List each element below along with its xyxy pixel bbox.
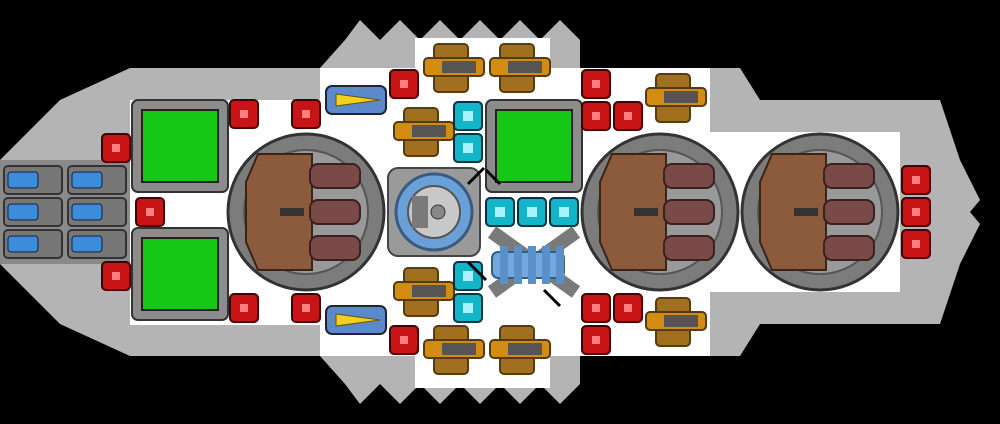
red-block-icon — [389, 325, 419, 355]
turret-icon — [645, 297, 707, 347]
yellow-turret-icon — [325, 305, 387, 335]
reactor-icon — [740, 132, 900, 292]
thrusters — [3, 165, 127, 259]
red-block-icon — [135, 197, 165, 227]
cyan-blocks — [453, 101, 579, 323]
red-block-icon — [291, 293, 321, 323]
central-pod — [387, 167, 481, 257]
cyan-block-icon — [517, 197, 547, 227]
reactors — [226, 132, 900, 292]
center-hatch-lines — [466, 166, 562, 308]
red-block-icon — [581, 101, 611, 131]
green-screen-icon — [485, 99, 583, 193]
green-screen-icon — [131, 227, 229, 321]
red-block-icon — [901, 229, 931, 259]
thruster-icon — [67, 165, 127, 195]
cyan-block-icon — [453, 101, 483, 131]
screen-modules — [131, 99, 583, 321]
thruster-icon — [67, 229, 127, 259]
red-block-icon — [101, 261, 131, 291]
cyan-block-icon — [453, 261, 483, 291]
turret-icon — [393, 107, 455, 157]
red-block-icon — [389, 69, 419, 99]
thruster-icon — [3, 197, 63, 227]
red-block-icon — [613, 101, 643, 131]
reactor-icon — [226, 132, 386, 292]
red-block-icon — [613, 293, 643, 323]
turret-icon — [645, 73, 707, 123]
turret-icon — [423, 43, 485, 93]
thruster-icon — [3, 165, 63, 195]
reactor-icon — [580, 132, 740, 292]
turret-icon — [489, 325, 551, 375]
turrets — [393, 43, 707, 375]
turret-icon — [423, 325, 485, 375]
yellow-turrets — [325, 85, 387, 335]
engine-cluster — [487, 226, 581, 298]
cyan-block-icon — [485, 197, 515, 227]
turret-icon — [489, 43, 551, 93]
red-block-icon — [101, 133, 131, 163]
red-block-icon — [581, 325, 611, 355]
turret-icon — [393, 267, 455, 317]
cyan-block-icon — [549, 197, 579, 227]
cyan-block-icon — [453, 293, 483, 323]
cyan-block-icon — [453, 133, 483, 163]
green-screen-icon — [131, 99, 229, 193]
red-block-icon — [901, 165, 931, 195]
red-block-icon — [229, 99, 259, 129]
yellow-turret-icon — [325, 85, 387, 115]
red-block-icon — [229, 293, 259, 323]
red-block-icon — [901, 197, 931, 227]
red-block-icon — [291, 99, 321, 129]
red-blocks — [101, 69, 931, 355]
red-block-icon — [581, 69, 611, 99]
thruster-icon — [3, 229, 63, 259]
red-block-icon — [581, 293, 611, 323]
thruster-icon — [67, 197, 127, 227]
